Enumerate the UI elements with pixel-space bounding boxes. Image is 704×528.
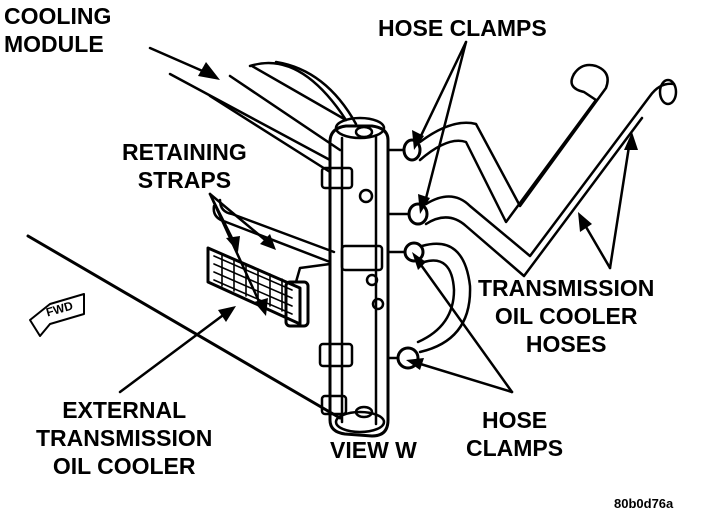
frame-line <box>228 74 342 152</box>
transmission-hoses-line-1: TRANSMISSION <box>478 275 655 301</box>
hose-clamps-bottom-line-2: CLAMPS <box>466 435 564 461</box>
retaining-straps-line-1: RETAINING <box>122 139 247 165</box>
transmission-hoses-label: TRANSMISSION OIL COOLER HOSES <box>478 274 654 358</box>
figure-id: 80b0d76a <box>614 496 674 511</box>
leader-arrow <box>118 40 632 394</box>
hose-clamps-bottom-label: HOSE CLAMPS <box>466 406 563 462</box>
cooling-module-line-2: MODULE <box>4 31 104 57</box>
frame-line <box>26 234 342 420</box>
external-cooler-line-3: OIL COOLER <box>52 453 196 479</box>
external-cooler-label: EXTERNAL TRANSMISSION OIL COOLER <box>36 396 212 480</box>
cooler-hose-upper <box>418 63 609 224</box>
transmission-hoses-line-2: OIL COOLER <box>494 303 638 329</box>
frame-line <box>208 94 332 174</box>
view-label: VIEW W <box>330 437 417 463</box>
external-cooler-line-2: TRANSMISSION <box>36 425 213 451</box>
retaining-straps-line-2: STRAPS <box>137 167 232 193</box>
cooling-module-label: COOLING MODULE <box>4 2 111 58</box>
cooler-hose-loop <box>416 242 472 354</box>
hose-clamps-bottom-line-1: HOSE <box>481 407 548 433</box>
frame-line <box>168 72 332 162</box>
arrowhead <box>198 62 638 370</box>
hose-clamps-top-label: HOSE CLAMPS <box>378 15 547 41</box>
frame-line <box>250 64 348 122</box>
tank-bracket <box>318 166 385 416</box>
radiator-tank <box>248 60 390 438</box>
external-cooler-line-1: EXTERNAL <box>62 397 187 423</box>
retaining-straps-label: RETAINING STRAPS <box>122 138 247 194</box>
external-oil-cooler <box>206 198 336 328</box>
cooling-module-line-1: COOLING <box>4 3 112 29</box>
tank-fitting <box>386 138 429 370</box>
cooler-hose-lower <box>424 78 678 278</box>
fwd-arrow <box>29 293 85 337</box>
transmission-hoses-line-3: HOSES <box>525 331 607 357</box>
